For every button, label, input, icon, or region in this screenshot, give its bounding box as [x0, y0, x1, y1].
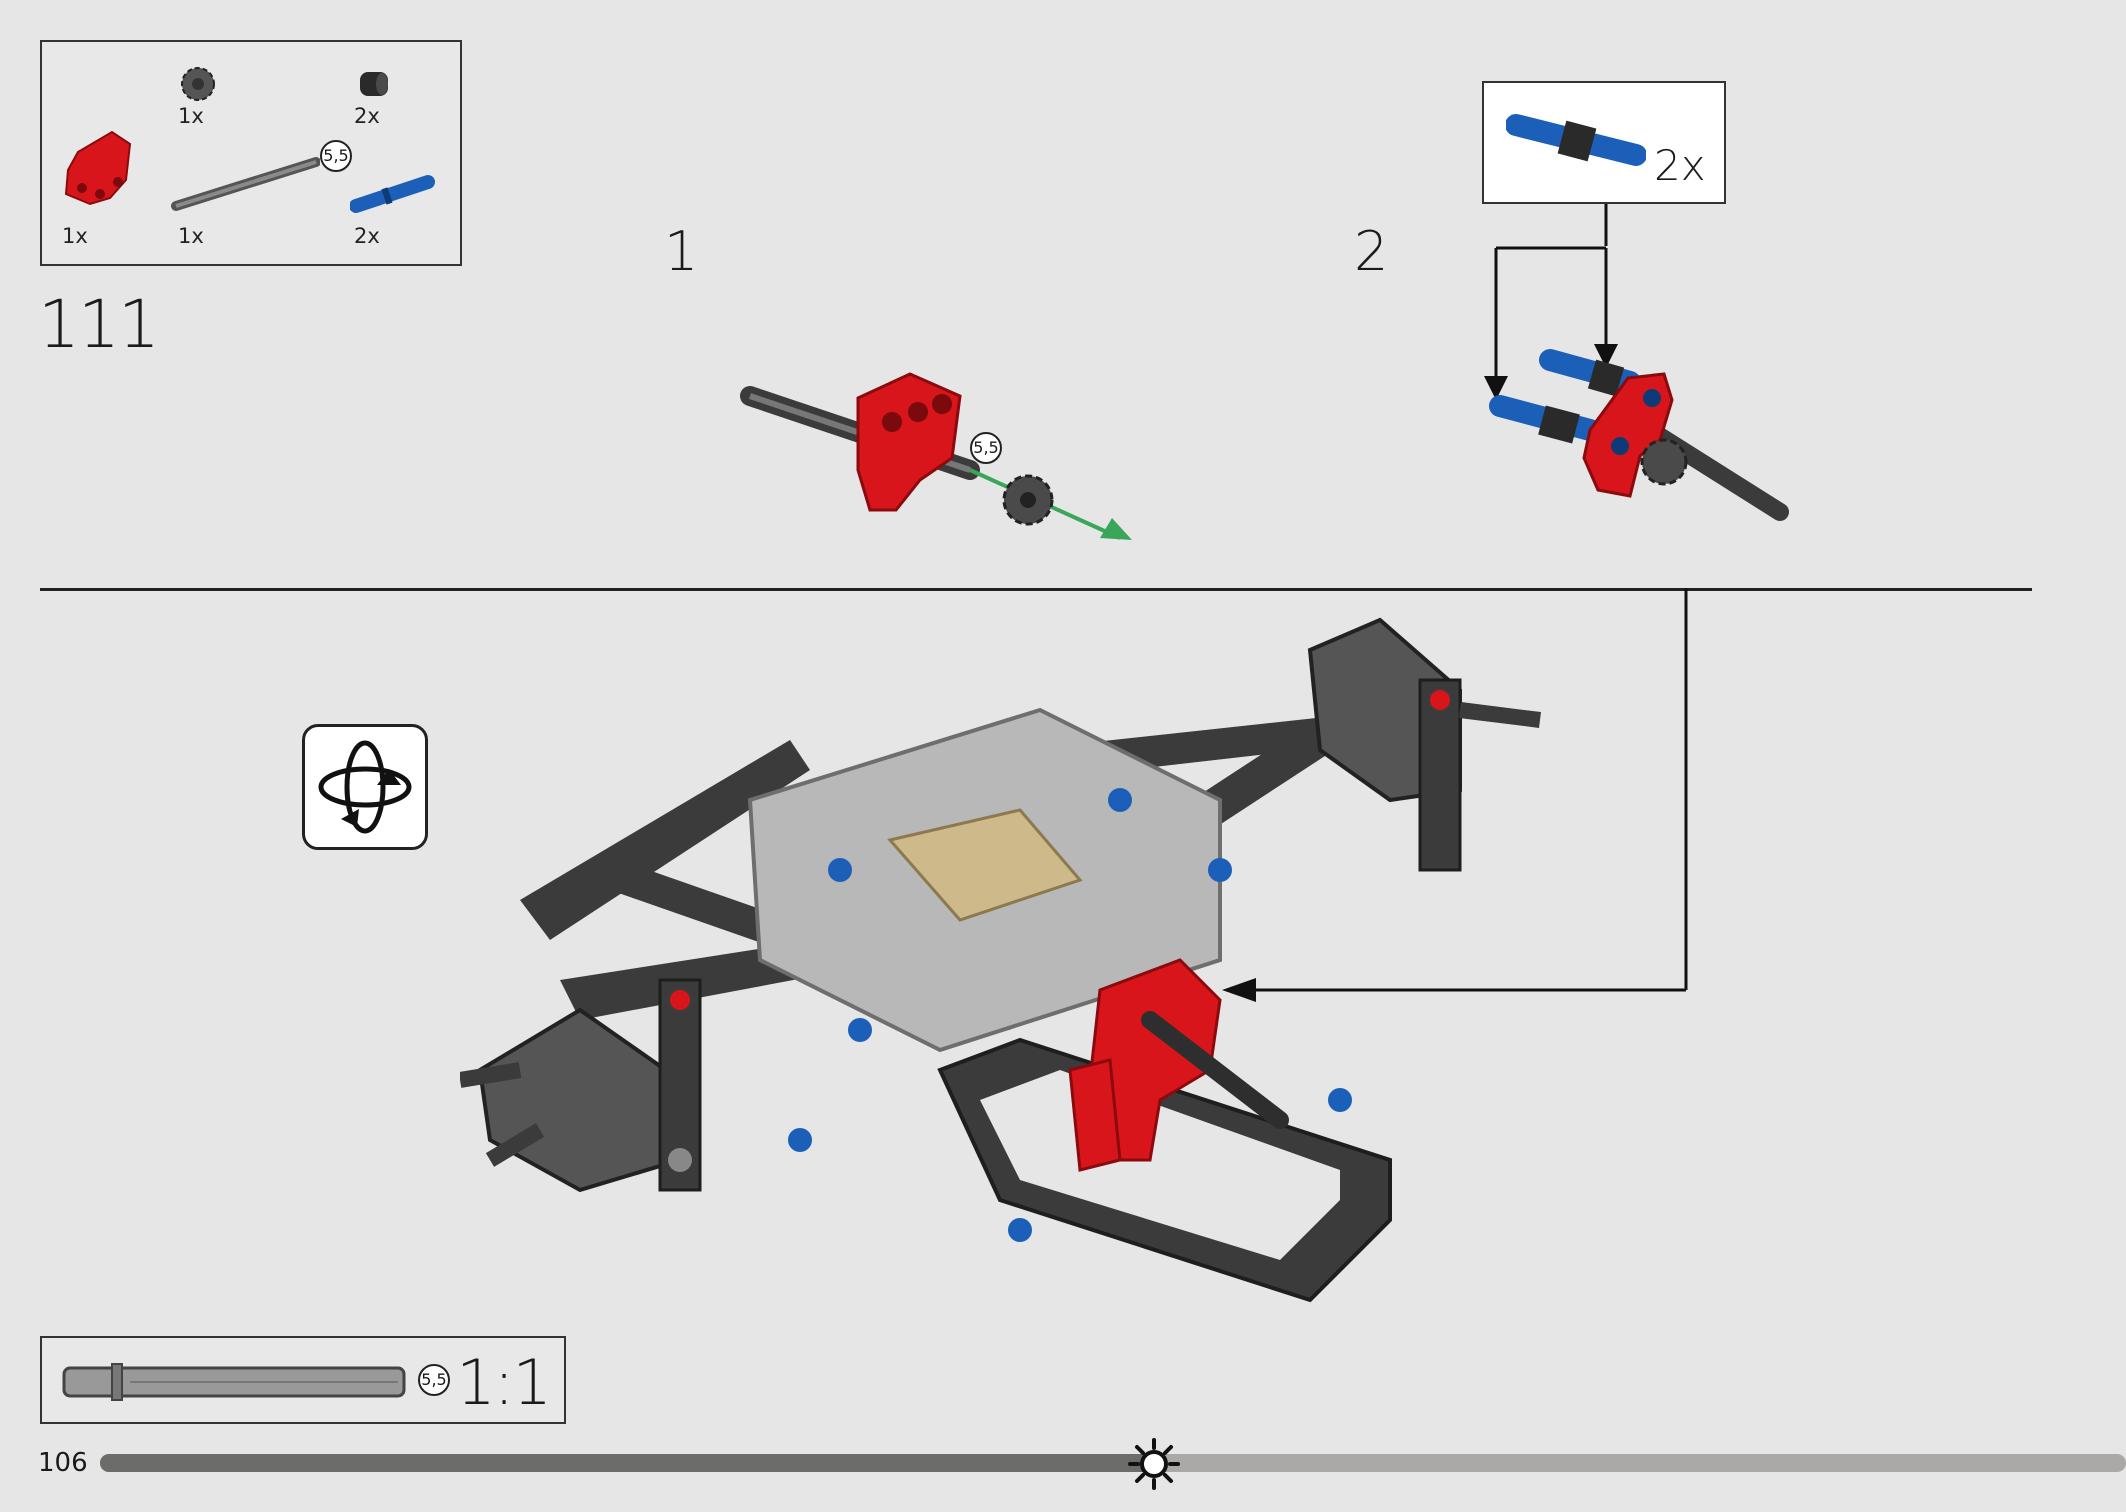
blue-pin-with-bush-icon: [1506, 114, 1646, 166]
blue-pin-part-icon: [350, 175, 435, 213]
substep-number: 2: [1354, 220, 1389, 283]
red-t-beam-part-icon: [64, 130, 132, 206]
parts-list: 1x 1x 2x 5,5 1x 2x: [40, 40, 462, 266]
chassis-model-illustration: [460, 617, 1541, 1303]
axle-length-badge: 5,5: [418, 1364, 450, 1396]
callout-qty: 2x: [1654, 141, 1706, 190]
substep-callout: 2x: [1482, 81, 1726, 204]
axle-part-icon: [171, 157, 320, 211]
step-number: 111: [38, 286, 160, 363]
axle-length-badge: 5,5: [970, 432, 1002, 464]
bush-part-icon: [360, 72, 388, 96]
connector-arrow: [1222, 588, 1688, 1002]
axle-scale-ruler: 5,5 1:1: [40, 1336, 566, 1424]
progress-fill: [100, 1454, 1154, 1472]
page-number: 106: [38, 1448, 88, 1478]
step-divider: [40, 588, 2032, 591]
axle-length-badge: 5,5: [320, 140, 352, 172]
sun-icon: [1128, 1438, 1180, 1490]
part-qty: 1x: [178, 104, 204, 128]
part-qty: 1x: [178, 224, 204, 248]
part-qty: 2x: [354, 224, 380, 248]
part-qty: 1x: [62, 224, 88, 248]
substep-number: 1: [664, 220, 699, 283]
gear-part-icon: [181, 67, 215, 101]
part-qty: 2x: [354, 104, 380, 128]
substep-1-illustration: [740, 372, 1132, 540]
axle-ruler-icon: [62, 1363, 406, 1401]
scale-label: 1:1: [456, 1346, 552, 1419]
substep-2-illustration: [1484, 204, 1789, 521]
rotate-model-icon: [302, 724, 428, 850]
